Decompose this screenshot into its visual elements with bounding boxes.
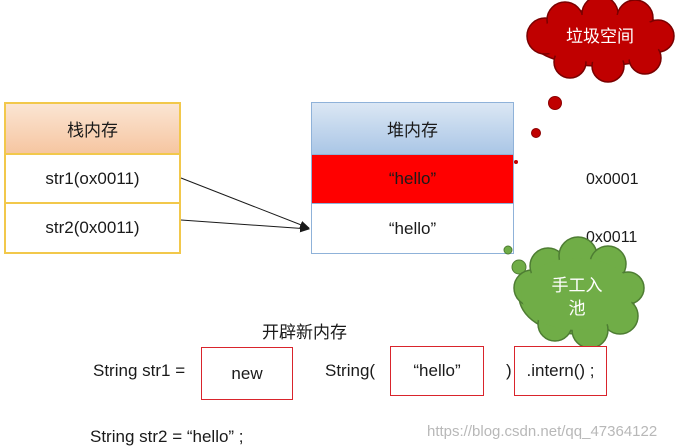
- watermark: https://blog.csdn.net/qq_47364122: [427, 423, 658, 440]
- pool-bubble-small: [503, 245, 513, 255]
- new-keyword: new: [231, 363, 263, 383]
- address-label-1: 0x0001: [586, 171, 639, 188]
- heap-row-hello-pooled: “hello”: [311, 204, 514, 254]
- pool-cloud-label-line2: 池: [568, 299, 586, 318]
- stack-row-str1: str1(ox0011): [4, 155, 181, 204]
- code-str2-line: String str2 = “hello” ;: [90, 427, 244, 446]
- pool-cloud-label-line1: 手工入: [551, 276, 603, 295]
- code-str1-prefix: String str1 =: [93, 361, 186, 380]
- hello-literal-box: “hello”: [390, 346, 484, 396]
- garbage-bubble-medium: [531, 128, 541, 138]
- intern-call-box: .intern() ;: [514, 346, 607, 396]
- garbage-cloud-label: 垃圾空间: [566, 27, 634, 46]
- new-keyword-box: new: [201, 347, 293, 400]
- heap-memory-header: 堆内存: [311, 102, 514, 155]
- heap-row-hello-garbage: “hello”: [311, 155, 514, 204]
- code-string-ctor: String(: [325, 361, 376, 380]
- stack-memory-header: 栈内存: [4, 102, 181, 155]
- address-label-2: 0x0011: [586, 229, 638, 246]
- caption-new-memory: 开辟新内存: [262, 323, 347, 342]
- garbage-bubble-large: [548, 96, 562, 110]
- pointer-arrow-str2: [180, 219, 310, 233]
- intern-call: .intern() ;: [526, 361, 595, 380]
- code-close-paren: ): [506, 361, 512, 380]
- hello-literal: “hello”: [413, 361, 461, 380]
- pointer-arrow-str1: [180, 177, 310, 229]
- garbage-bubble-small: [514, 160, 518, 164]
- stack-row-str2: str2(0x0011): [4, 204, 181, 254]
- pool-bubble-medium: [511, 259, 527, 275]
